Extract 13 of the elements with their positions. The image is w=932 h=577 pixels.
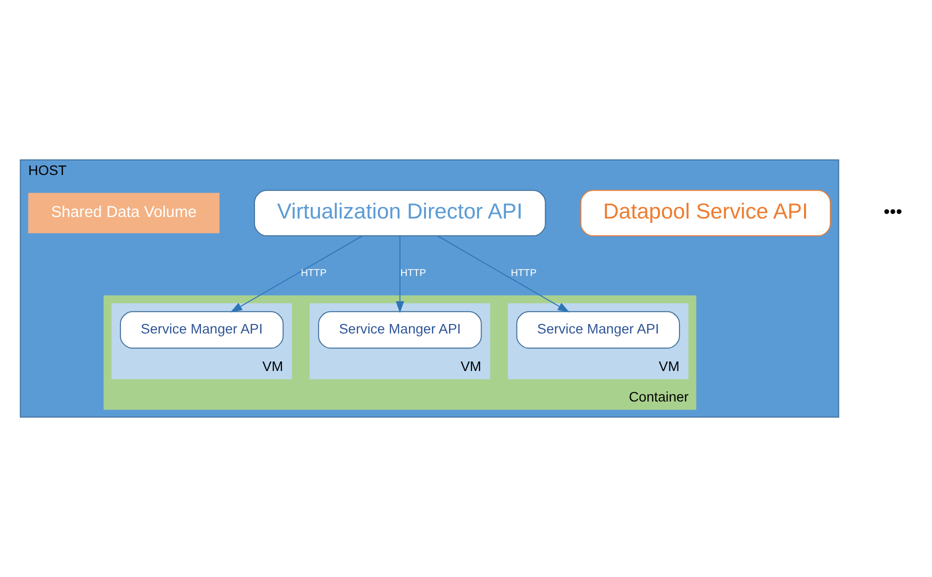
arrow (230, 235, 363, 312)
node-box: Service Manger API (120, 311, 284, 349)
edge-label: HTTP (300, 268, 327, 280)
edge-label: HTTP (400, 268, 426, 280)
arrow (396, 235, 404, 314)
node-box: Service Manger API (516, 311, 680, 349)
edge-label: HTTP (510, 268, 537, 280)
arrow (437, 235, 570, 312)
node-box: Shared Data Volume (28, 192, 220, 234)
node-box: Datapool Service API (580, 190, 831, 236)
label: ••• (884, 201, 902, 222)
node-box: Service Manger API (318, 311, 482, 349)
node-box: Virtualization Director API (254, 190, 546, 236)
